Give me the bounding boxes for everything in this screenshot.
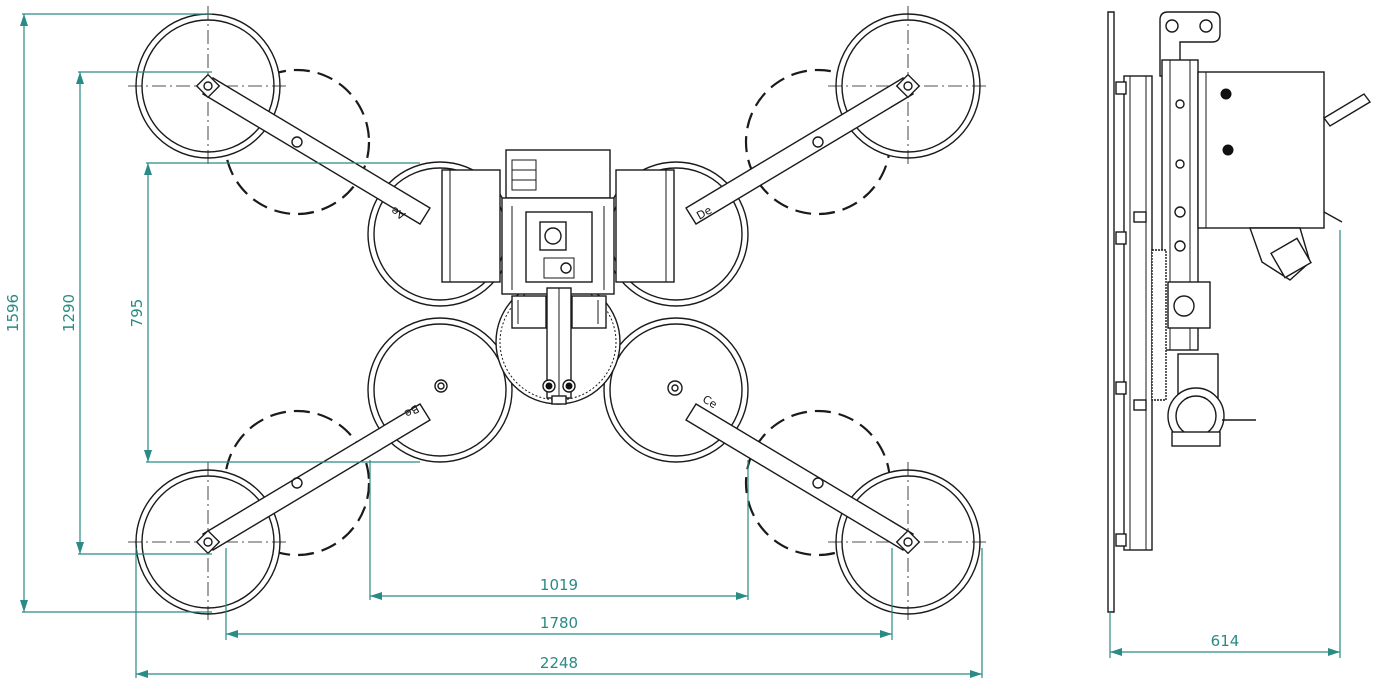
arm-label-ce: Ce	[700, 393, 719, 412]
arm-label-ae: Ae	[389, 204, 408, 222]
dim-outer-cup-height: 1290	[60, 294, 78, 332]
side-view: 614	[1107, 11, 1372, 658]
dim-overall-height: 1596	[4, 294, 22, 332]
dimension-lines	[20, 13, 983, 678]
top-view: Ae De Be Ce	[4, 6, 988, 678]
center-frame	[441, 149, 675, 405]
dim-side-depth: 614	[1211, 632, 1240, 650]
side-dimension	[1109, 230, 1341, 658]
dim-inner-cup-height: 795	[128, 299, 146, 328]
dim-overall-width: 2248	[540, 654, 578, 672]
arms	[195, 73, 921, 555]
dim-inner-cup-spacing: 1019	[540, 576, 578, 594]
dim-outer-cup-spacing: 1780	[540, 614, 578, 632]
arm-label-be: Be	[402, 402, 421, 421]
